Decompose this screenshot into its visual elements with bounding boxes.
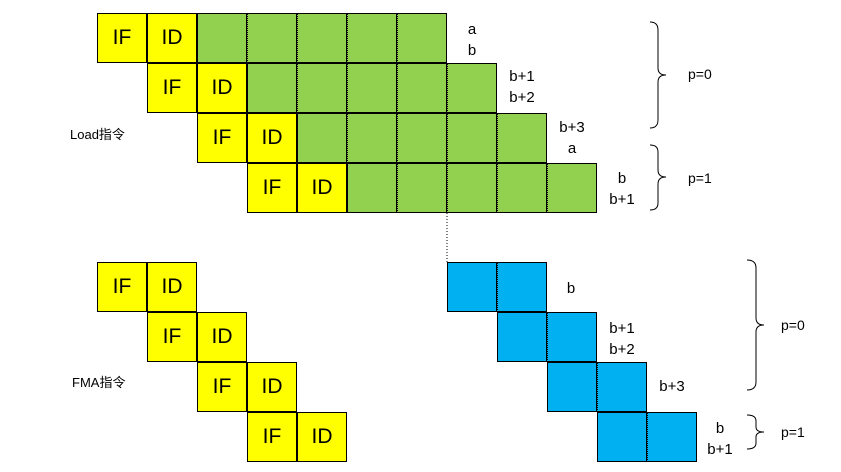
fma-row-3-exec-cell <box>547 362 597 412</box>
load-row-1-if-stage: IF <box>97 13 147 63</box>
fma-row-1-if-stage: IF <box>97 262 147 312</box>
fma-row-3-if-stage: IF <box>197 362 247 412</box>
load-section-label: Load指令 <box>70 127 125 142</box>
fma-p1-label: p=1 <box>781 424 805 440</box>
fma-row-2-exec-cell <box>497 312 547 362</box>
fma-row-2-exec-cell <box>547 312 597 362</box>
fma-row-2-id-stage: ID <box>197 312 247 362</box>
load-row-4-exec-cell <box>497 163 547 213</box>
load-row-4-exec-cell <box>447 163 497 213</box>
fma-section-label: FMA指令 <box>72 375 126 390</box>
load-row-2-id-stage: ID <box>197 63 247 113</box>
fma-row-4-exec-cell <box>647 412 697 462</box>
load-row-3-id-stage: ID <box>247 113 297 163</box>
fma-p0-label: p=0 <box>781 317 805 333</box>
fma-row-4-if-stage: IF <box>247 412 297 462</box>
load-row-1-exec-cell <box>197 13 247 63</box>
load-row-1-exec-cell <box>247 13 297 63</box>
fma-row-2-if-stage: IF <box>147 312 197 362</box>
load-row-1-id-stage: ID <box>147 13 197 63</box>
load-row-2-if-stage: IF <box>147 63 197 113</box>
load-row-4-if-stage: IF <box>247 163 297 213</box>
load-row-4-exec-cell <box>347 163 397 213</box>
load-row-3-exec-cell <box>397 113 447 163</box>
load-row-3-exec-cell <box>297 113 347 163</box>
load-row-2-exec-cell <box>297 63 347 113</box>
load-p0-brace <box>649 21 667 129</box>
load-row-2-exec-cell <box>397 63 447 113</box>
load-row-4-id-stage: ID <box>297 163 347 213</box>
fma-row-4-exec-cell <box>597 412 647 462</box>
load-p0-label: p=0 <box>688 66 712 82</box>
fma-row-1-exec-cell <box>447 262 497 312</box>
fma-row-1-note: b <box>566 280 576 297</box>
load-row-1-exec-cell <box>347 13 397 63</box>
load-row-4-exec-cell <box>397 163 447 213</box>
fma-p0-brace <box>746 259 765 391</box>
load-row-1-exec-cell <box>297 13 347 63</box>
fma-row-3-exec-cell <box>597 362 647 412</box>
fma-row-4-id-stage: ID <box>297 412 347 462</box>
load-row-3-if-stage: IF <box>197 113 247 163</box>
load-row-2-exec-cell <box>247 63 297 113</box>
fma-p1-brace <box>746 414 765 450</box>
load-row-3-exec-cell <box>447 113 497 163</box>
fma-row-3-id-stage: ID <box>247 362 297 412</box>
load-row-4-exec-cell <box>547 163 597 213</box>
load-row-3-exec-cell <box>497 113 547 163</box>
load-row-2-exec-cell <box>347 63 397 113</box>
fma-row-1-exec-cell <box>497 262 547 312</box>
load-row-1-exec-cell <box>397 13 447 63</box>
load-row-2-exec-cell <box>447 63 497 113</box>
load-p1-brace <box>649 144 667 211</box>
load-p1-label: p=1 <box>688 170 712 186</box>
fma-row-1-id-stage: ID <box>147 262 197 312</box>
load-row-3-exec-cell <box>347 113 397 163</box>
fma-row-3-note: b+3 <box>659 378 685 395</box>
